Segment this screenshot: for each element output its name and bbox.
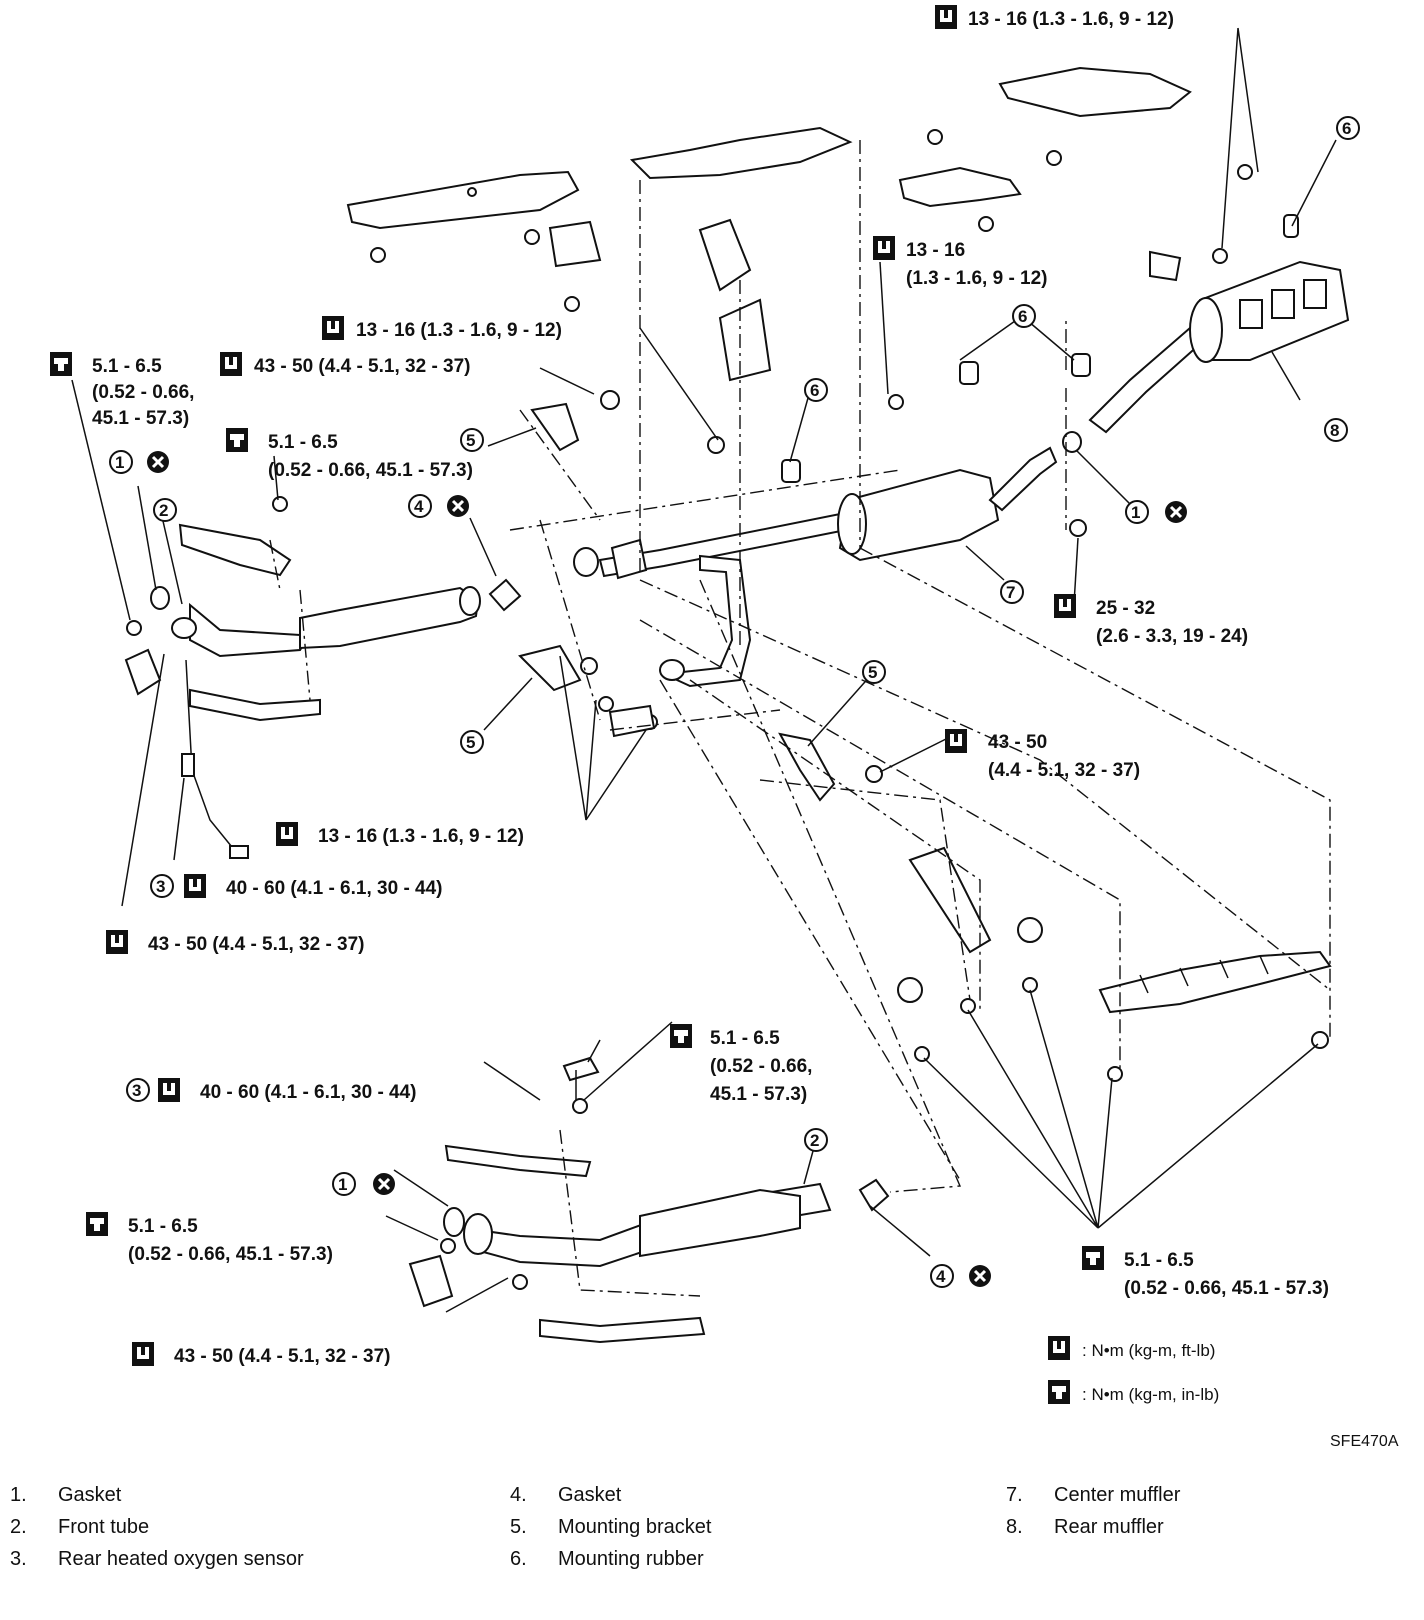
torque-label: (4.4 - 5.1, 32 - 37) bbox=[988, 760, 1140, 781]
figure-code: SFE470A bbox=[1330, 1433, 1399, 1450]
svg-text:1: 1 bbox=[1131, 503, 1140, 522]
callout-1: 1 bbox=[332, 1171, 397, 1197]
callouts: 1 1 1 2 2 3 3 4 4 5 5 5 6 6 6 7 8 bbox=[109, 116, 1360, 1289]
torque-label: 5.1 - 6.5 bbox=[92, 356, 162, 377]
callout-1: 1 bbox=[109, 449, 171, 475]
svg-text:3: 3 bbox=[156, 877, 165, 896]
callout-4: 4 bbox=[930, 1263, 993, 1289]
svg-text:6: 6 bbox=[810, 381, 819, 400]
torque-label: 13 - 16 (1.3 - 1.6, 9 - 12) bbox=[356, 320, 562, 341]
torque-label: 5.1 - 6.5 bbox=[1124, 1250, 1194, 1271]
svg-text:1: 1 bbox=[115, 453, 124, 472]
center-pipe bbox=[573, 510, 858, 688]
torque-label: 45.1 - 57.3) bbox=[710, 1084, 807, 1105]
svg-text:2: 2 bbox=[159, 501, 168, 520]
svg-text:4: 4 bbox=[936, 1267, 946, 1286]
svg-text:8: 8 bbox=[1330, 421, 1339, 440]
torque-label: 13 - 16 bbox=[906, 240, 965, 261]
torque-label: 45.1 - 57.3) bbox=[92, 408, 189, 429]
parts-list: 1.Gasket 2.Front tube 3.Rear heated oxyg… bbox=[10, 1484, 1181, 1570]
mounting-rubbers bbox=[781, 214, 1299, 483]
svg-text:4: 4 bbox=[414, 497, 424, 516]
heat-insulator-center bbox=[629, 126, 853, 180]
front-tube-heat-shields bbox=[178, 523, 706, 1344]
heat-insulator-small bbox=[898, 166, 1022, 208]
torque-label: 40 - 60 (4.1 - 6.1, 30 - 44) bbox=[226, 878, 443, 899]
callout-2: 2 bbox=[153, 498, 177, 522]
torque-label: 43 - 50 (4.4 - 5.1, 32 - 37) bbox=[174, 1346, 391, 1367]
torque-label: 13 - 16 (1.3 - 1.6, 9 - 12) bbox=[318, 826, 524, 847]
torque-label: 13 - 16 (1.3 - 1.6, 9 - 12) bbox=[968, 9, 1174, 30]
legend-inlb: : N•m (kg-m, in-lb) bbox=[1082, 1385, 1219, 1404]
svg-text:5: 5 bbox=[466, 431, 475, 450]
mounting-brackets bbox=[518, 218, 992, 1003]
gasket-4-upper bbox=[488, 578, 522, 612]
callout-6: 6 bbox=[1012, 304, 1036, 328]
torque-icon-legend: : N•m (kg-m, ft-lb) : N•m (kg-m, in-lb) bbox=[1048, 1336, 1219, 1404]
assembly-center-lines bbox=[269, 140, 1331, 1297]
torque-label: 43 - 50 (4.4 - 5.1, 32 - 37) bbox=[254, 356, 471, 377]
svg-text:1: 1 bbox=[338, 1175, 347, 1194]
torque-label: 43 - 50 bbox=[988, 732, 1047, 753]
center-muffler bbox=[837, 431, 1082, 562]
torque-label: (0.52 - 0.66, 45.1 - 57.3) bbox=[1124, 1278, 1329, 1299]
torque-label: (0.52 - 0.66, 45.1 - 57.3) bbox=[268, 460, 473, 481]
svg-text:3: 3 bbox=[132, 1081, 141, 1100]
callout-3: 3 bbox=[126, 1078, 150, 1102]
torque-label: (0.52 - 0.66, bbox=[92, 382, 194, 403]
callout-3: 3 bbox=[150, 874, 174, 898]
rear-muffler bbox=[1088, 260, 1350, 434]
torque-label: 5.1 - 6.5 bbox=[268, 432, 338, 453]
torque-label: (1.3 - 1.6, 9 - 12) bbox=[906, 268, 1048, 289]
torque-label: (0.52 - 0.66, bbox=[710, 1056, 812, 1077]
torque-label: 5.1 - 6.5 bbox=[710, 1028, 780, 1049]
callout-4: 4 bbox=[408, 493, 471, 519]
callout-1: 1 bbox=[1125, 499, 1189, 525]
callout-7: 7 bbox=[1000, 580, 1024, 604]
svg-text:5: 5 bbox=[868, 663, 877, 682]
torque-label: 40 - 60 (4.1 - 6.1, 30 - 44) bbox=[200, 1082, 417, 1103]
callout-5: 5 bbox=[862, 660, 886, 684]
callout-6: 6 bbox=[804, 378, 828, 402]
svg-text:5: 5 bbox=[466, 733, 475, 752]
callout-5: 5 bbox=[460, 730, 484, 754]
callout-2: 2 bbox=[804, 1128, 828, 1152]
heat-insulator-rear-top bbox=[998, 66, 1192, 118]
svg-text:6: 6 bbox=[1342, 119, 1351, 138]
torque-label: 5.1 - 6.5 bbox=[128, 1216, 198, 1237]
legend-ftlb: : N•m (kg-m, ft-lb) bbox=[1082, 1341, 1215, 1360]
torque-labels: 13 - 16 (1.3 - 1.6, 9 - 12) 13 - 16 (1.3… bbox=[50, 5, 1329, 1367]
callout-8: 8 bbox=[1324, 418, 1348, 442]
front-tube-upper bbox=[124, 586, 481, 696]
torque-label: 43 - 50 (4.4 - 5.1, 32 - 37) bbox=[148, 934, 365, 955]
torque-label: (0.52 - 0.66, 45.1 - 57.3) bbox=[128, 1244, 333, 1265]
svg-text:6: 6 bbox=[1018, 307, 1027, 326]
svg-text:7: 7 bbox=[1006, 583, 1015, 602]
bolts-nuts bbox=[126, 129, 1329, 1290]
rear-heated-oxygen-sensor-upper bbox=[181, 659, 249, 859]
torque-label: (2.6 - 3.3, 19 - 24) bbox=[1096, 626, 1248, 647]
callout-6: 6 bbox=[1336, 116, 1360, 140]
heat-insulator-right-lower bbox=[1098, 950, 1332, 1014]
front-tube-lower bbox=[408, 1039, 890, 1308]
svg-text:2: 2 bbox=[810, 1131, 819, 1150]
torque-label: 25 - 32 bbox=[1096, 598, 1155, 619]
callout-5: 5 bbox=[460, 428, 484, 452]
heat-insulator-front bbox=[346, 170, 602, 268]
